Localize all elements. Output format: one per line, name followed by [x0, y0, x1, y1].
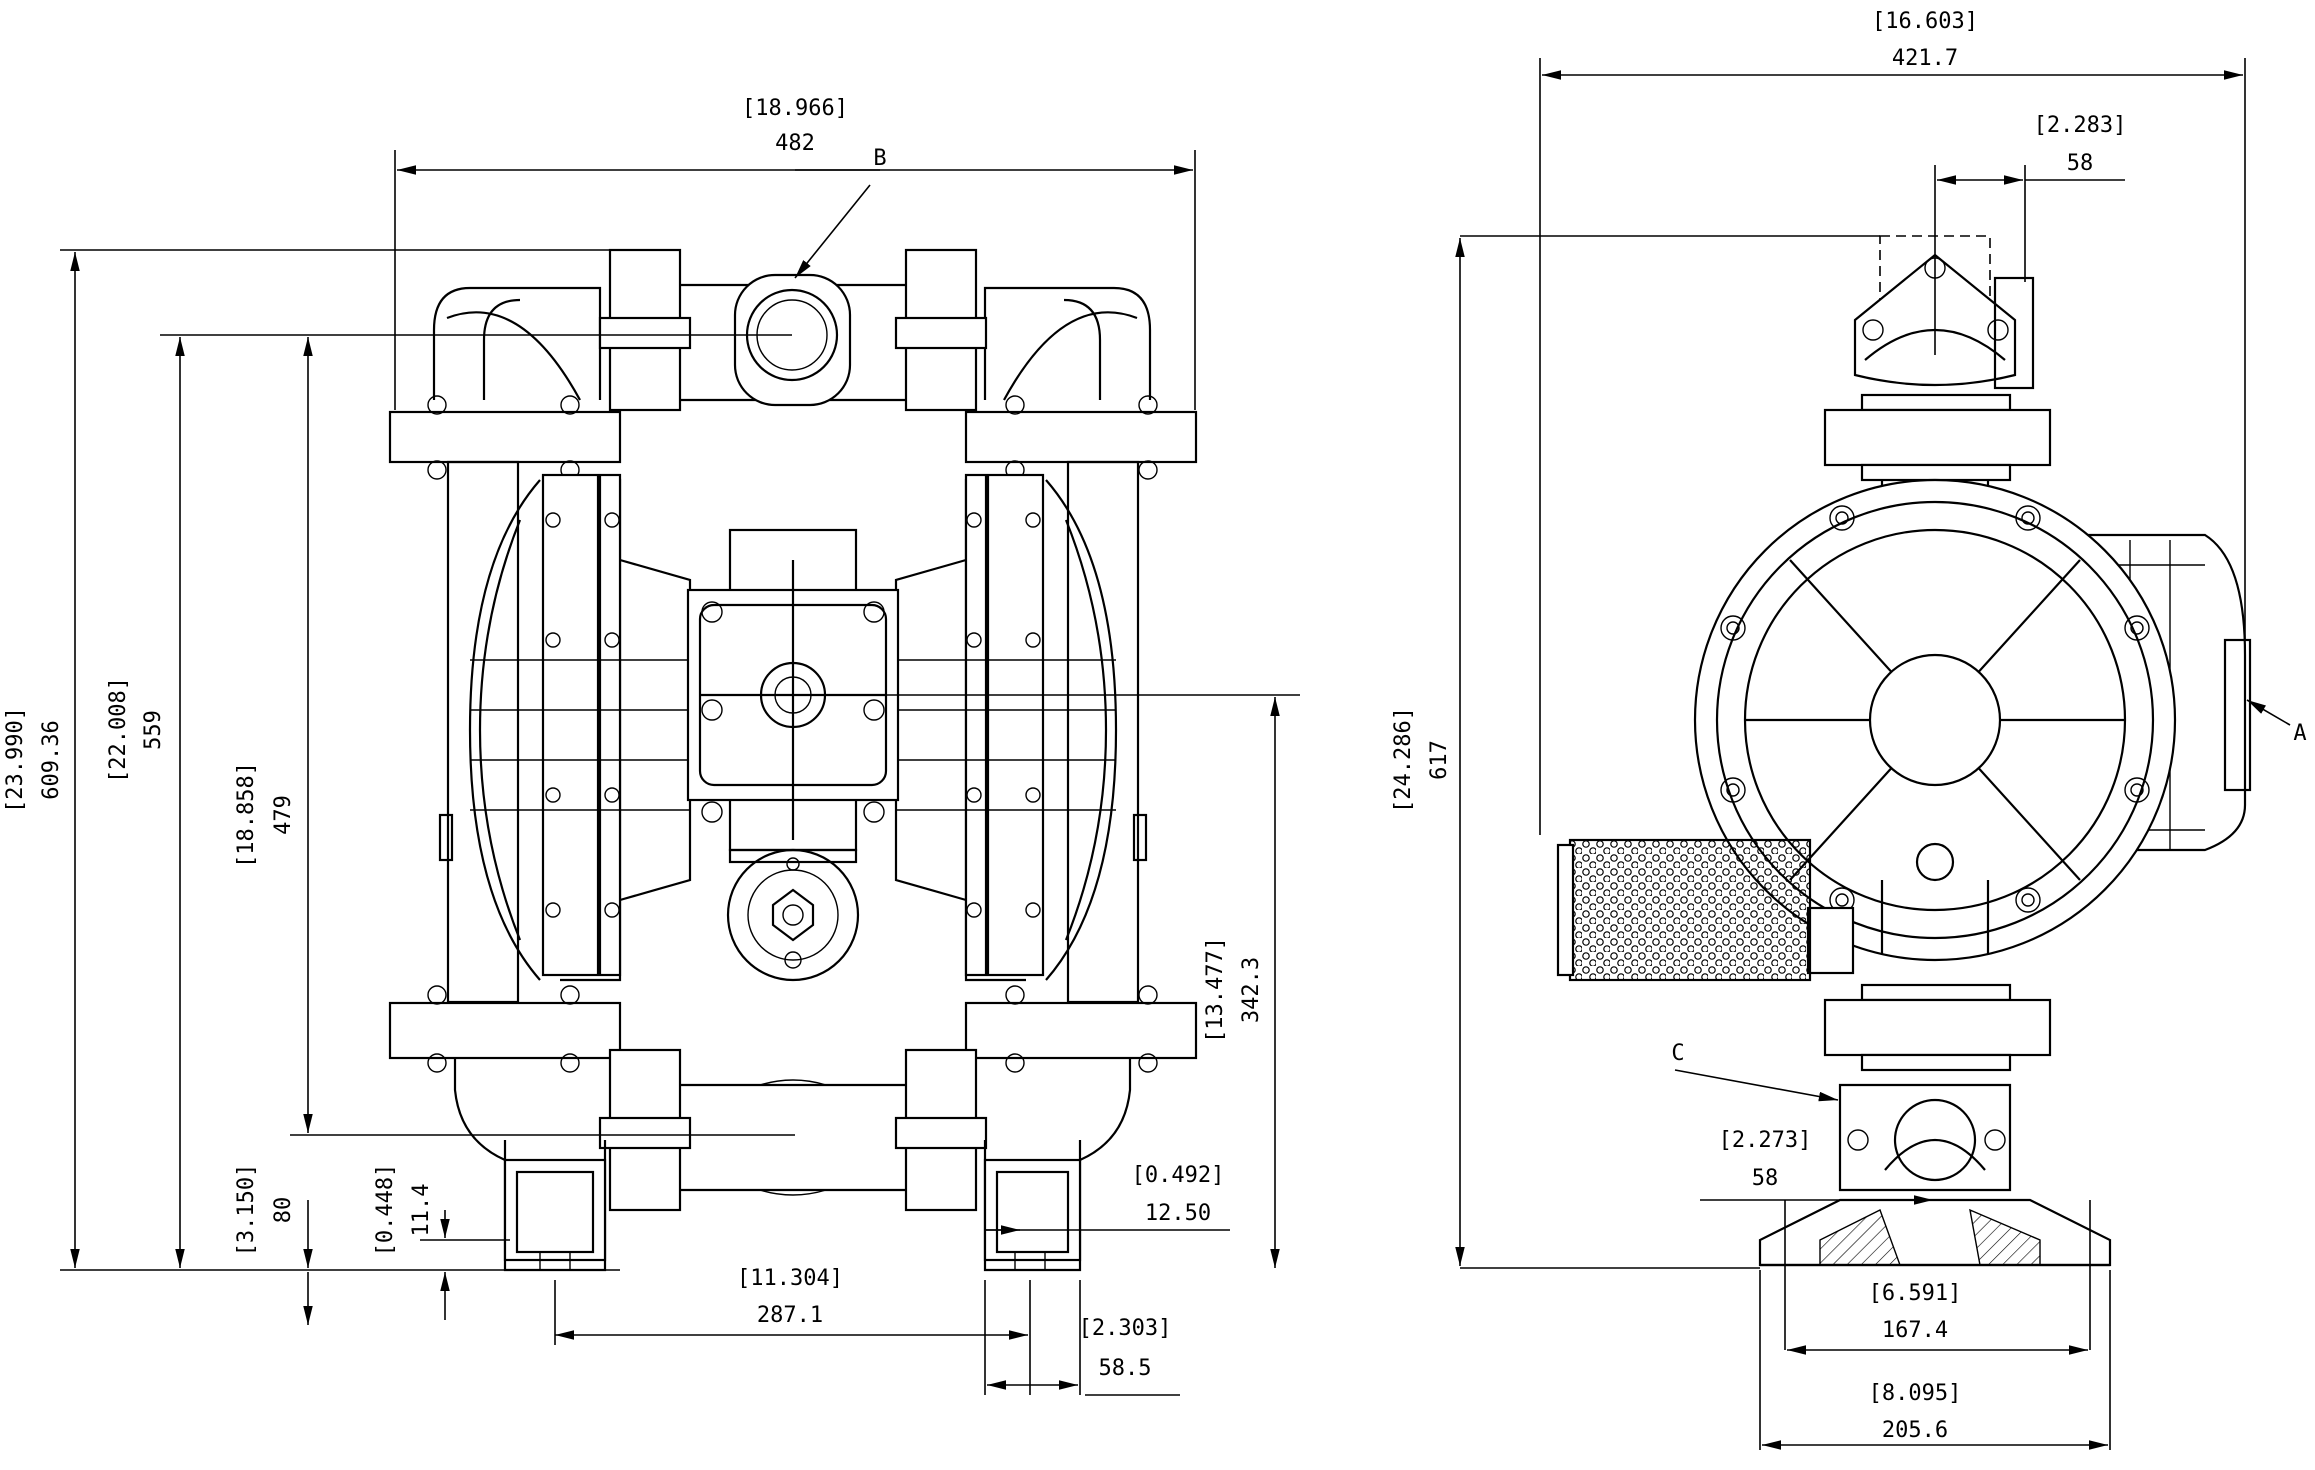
- dim-base-inner-mm: 167.4: [1882, 1318, 1948, 1343]
- left-foot: [503, 1140, 607, 1272]
- top-manifold: [432, 248, 1152, 412]
- chamber-bolts: [1720, 505, 2150, 913]
- dim-side-width-mm: 421.7: [1892, 46, 1958, 71]
- bottom-left-flange: [388, 1001, 622, 1060]
- dim-top-width-in: [18.966]: [742, 96, 848, 121]
- dim-foot-hole-mm: 12.50: [1145, 1201, 1211, 1226]
- dim-foot-spacing-in: [11.304]: [737, 1266, 843, 1291]
- muffler-front: [726, 848, 860, 982]
- dim-right-center-in: [13.477]: [1203, 937, 1228, 1043]
- top-left-flange: [388, 410, 622, 464]
- dim-foot-width-mm: 58.5: [1099, 1356, 1152, 1381]
- dim-base-inner-in: [6.591]: [1869, 1281, 1962, 1306]
- dim-center-height-mm: 479: [271, 795, 296, 835]
- dim-total-height-mm: 609.36: [39, 720, 64, 799]
- dim-foot-width-in: [2.303]: [1079, 1316, 1172, 1341]
- dim-foot-hole-in: [0.492]: [1132, 1163, 1225, 1188]
- top-right-flange: [964, 410, 1198, 464]
- dim-side-height-in: [24.286]: [1391, 707, 1416, 813]
- right-chamber: [894, 460, 1148, 1004]
- dim-top-port-mm: 58: [2067, 151, 2094, 176]
- dim-right-center-mm: 342.3: [1239, 957, 1264, 1023]
- dim-side-height-mm: 617: [1427, 740, 1452, 780]
- dim-base-80-in: [3.150]: [234, 1164, 259, 1257]
- side-view: [1455, 58, 2291, 1450]
- dim-foot-spacing-mm: 287.1: [757, 1303, 823, 1328]
- bottom-flange-bolts: [427, 985, 1158, 1073]
- left-chamber: [438, 460, 692, 1004]
- front-dimension-lines: [70, 165, 1280, 1390]
- dim-base-80-mm: 80: [271, 1197, 296, 1224]
- dim-bottom-port-mm: 58: [1752, 1166, 1779, 1191]
- dim-inlet-height-mm: 559: [141, 710, 166, 750]
- side-muffler: [1556, 838, 1855, 982]
- dim-center-height-in: [18.858]: [234, 762, 259, 868]
- dim-total-height-in: [23.990]: [3, 707, 28, 813]
- dim-top-width-mm: 482: [775, 131, 815, 156]
- label-b: B: [873, 146, 886, 171]
- side-chamber: [1693, 478, 2177, 962]
- dim-base-outer-in: [8.095]: [1869, 1381, 1962, 1406]
- dimension-labels: [18.966] 482 B [23.990] 609.36 [22.008] …: [3, 9, 2307, 1443]
- side-base: [1758, 1198, 2112, 1267]
- dim-top-port-in: [2.283]: [2034, 113, 2127, 138]
- dim-side-width-in: [16.603]: [1872, 9, 1978, 34]
- label-c: C: [1671, 1041, 1684, 1066]
- dim-base-11-in: [0.448]: [373, 1164, 398, 1257]
- bottom-right-flange: [964, 1001, 1198, 1060]
- bottom-manifold: [453, 1048, 1132, 1212]
- dim-base-11-mm: 11.4: [409, 1184, 434, 1237]
- dim-bottom-port-in: [2.273]: [1719, 1128, 1812, 1153]
- top-port: [1823, 253, 2052, 482]
- bottom-inlet: [1823, 983, 2052, 1192]
- label-a: A: [2293, 721, 2306, 746]
- side-extension-lines: [1460, 58, 2246, 1450]
- front-view: [60, 150, 1300, 1396]
- dim-inlet-height-in: [22.008]: [106, 677, 131, 783]
- right-foot: [983, 1140, 1082, 1272]
- side-dimension-lines: [1455, 70, 2291, 1450]
- front-extension-lines: [60, 150, 1300, 1396]
- dim-base-outer-mm: 205.6: [1882, 1418, 1948, 1443]
- center-air-valve: [686, 528, 900, 864]
